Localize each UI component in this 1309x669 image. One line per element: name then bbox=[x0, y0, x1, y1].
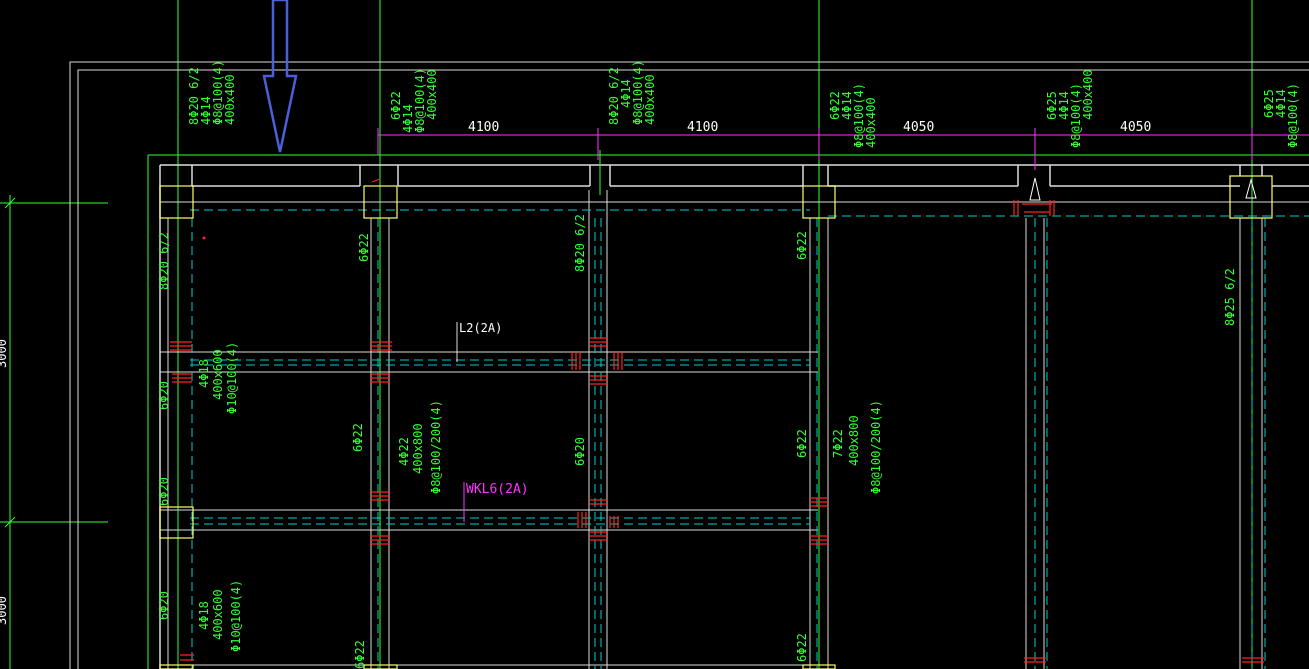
col1-label-line1: 8Φ20 6/2 bbox=[187, 67, 201, 125]
col2-label-line4: 400x400 bbox=[425, 69, 439, 120]
beam-tag-l2[interactable]: L2(2A) bbox=[459, 321, 502, 335]
beam-note-b1-line3: Φ10@100(4) bbox=[225, 342, 239, 414]
column-markers bbox=[1029, 177, 1257, 201]
column-label-group-6: 6Φ25 4Φ14 Φ8@100(4) bbox=[1262, 83, 1300, 148]
beam-note-c1: 6Φ20 bbox=[157, 477, 171, 506]
column-label-group-5: 6Φ25 4Φ14 Φ8@100(4) 400x400 bbox=[1045, 69, 1095, 148]
column-label-group-2: 6Φ22 4Φ14 Φ8@100(4) 400x400 bbox=[389, 68, 439, 133]
beam-note-a4: 6Φ22 bbox=[795, 231, 809, 260]
beam-tag-wkl6[interactable]: WKL6(2A) bbox=[466, 482, 529, 497]
beam-note-a3: 8Φ20 6/2 bbox=[573, 214, 587, 272]
col6-label-line1: 6Φ25 bbox=[1262, 89, 1276, 118]
beam-note-a2: 6Φ22 bbox=[357, 233, 371, 262]
top-dimension-chain bbox=[377, 128, 1309, 170]
col4-label-line4: 400x400 bbox=[864, 97, 878, 148]
column-3[interactable] bbox=[802, 185, 836, 219]
col1-label-line3: Φ8@100(4) bbox=[211, 60, 225, 125]
col5-label-line3: Φ8@100(4) bbox=[1069, 83, 1083, 148]
col5-label-line2: 4Φ14 bbox=[1057, 91, 1071, 120]
beam-note-b6: 6Φ22 bbox=[795, 429, 809, 458]
beam-note-b1-line1: 4Φ18 bbox=[197, 359, 211, 388]
left-dimension-label-1: 3000 bbox=[0, 339, 9, 368]
columns bbox=[159, 175, 1273, 669]
column-1[interactable] bbox=[159, 185, 194, 219]
hidden-lines bbox=[190, 209, 1309, 669]
column-label-group-1: 8Φ20 6/2 4Φ14 Φ8@100(4) 400x400 bbox=[187, 60, 237, 125]
col3-label-line2: 4Φ14 bbox=[619, 79, 633, 108]
beam-note-c3-line1: 4Φ18 bbox=[197, 601, 211, 630]
col3-label-line1: 8Φ20 6/2 bbox=[607, 67, 621, 125]
beam-note-a5: 8Φ25 6/2 bbox=[1223, 268, 1237, 326]
beam-note-b7-line2: 400x800 bbox=[847, 415, 861, 466]
col4-label-line1: 6Φ22 bbox=[828, 91, 842, 120]
col4-label-line3: Φ8@100(4) bbox=[852, 83, 866, 148]
beam-note-c2: 6Φ20 bbox=[157, 591, 171, 620]
col2-label-line1: 6Φ22 bbox=[389, 91, 403, 120]
col6-label-line2: 4Φ14 bbox=[1274, 89, 1288, 118]
col5-label-line1: 6Φ25 bbox=[1045, 91, 1059, 120]
beam-note-a1: 8Φ20 6/2 bbox=[157, 232, 171, 290]
dimension-span-4: 4050 bbox=[1120, 120, 1151, 135]
beam-note-b3: 6Φ22 bbox=[351, 423, 365, 452]
rebar-marks bbox=[170, 178, 1264, 663]
beam-note-b1-line2: 400x600 bbox=[211, 349, 225, 400]
column-2[interactable] bbox=[363, 185, 398, 219]
beam-note-b4-line1: 4Φ22 bbox=[397, 437, 411, 466]
beam-note-c3-line3: Φ10@100(4) bbox=[229, 580, 243, 652]
col3-label-line3: Φ8@100(4) bbox=[631, 60, 645, 125]
red-point bbox=[202, 236, 206, 240]
horizontal-beams bbox=[160, 201, 1309, 666]
column-4[interactable] bbox=[1229, 175, 1273, 219]
col3-label-line4: 400x400 bbox=[643, 74, 657, 125]
column-8[interactable] bbox=[802, 664, 836, 669]
left-dimension-label-2: 3000 bbox=[0, 596, 9, 625]
col2-label-line3: Φ8@100(4) bbox=[413, 68, 427, 133]
beam-note-b4-line2: 400x800 bbox=[411, 423, 425, 474]
column-label-group-3: 8Φ20 6/2 4Φ14 Φ8@100(4) 400x400 bbox=[607, 60, 657, 125]
vertical-beams bbox=[167, 190, 1263, 669]
col1-label-line2: 4Φ14 bbox=[199, 96, 213, 125]
beam-note-b4-line3: Φ8@100/200(4) bbox=[429, 400, 443, 494]
dimension-span-3: 4050 bbox=[903, 120, 934, 135]
col6-label-line3: Φ8@100(4) bbox=[1286, 83, 1300, 148]
col1-label-line4: 400x400 bbox=[223, 74, 237, 125]
beam-note-b7-line1: 7Φ22 bbox=[831, 429, 845, 458]
top-beam-outline bbox=[159, 164, 1309, 669]
beam-note-c3-line2: 400x600 bbox=[211, 589, 225, 640]
beam-note-b7-line3: Φ8@100/200(4) bbox=[869, 400, 883, 494]
outer-frame bbox=[69, 61, 1309, 669]
dimension-span-2: 4100 bbox=[687, 120, 718, 135]
beam-note-b5: 6Φ20 bbox=[573, 437, 587, 466]
dimension-span-1: 4100 bbox=[468, 120, 499, 135]
col2-label-line2: 4Φ14 bbox=[401, 104, 415, 133]
beam-note-b2: 6Φ20 bbox=[157, 381, 171, 410]
beam-note-c4: 6Φ22 bbox=[353, 640, 367, 669]
column-7[interactable] bbox=[363, 664, 398, 669]
beam-note-c5: 6Φ22 bbox=[795, 633, 809, 662]
col5-label-line4: 400x400 bbox=[1081, 69, 1095, 120]
column-5[interactable] bbox=[159, 506, 194, 539]
column-6[interactable] bbox=[159, 664, 194, 669]
down-arrow-marker-icon bbox=[262, 0, 298, 153]
column-label-group-4: 6Φ22 4Φ14 Φ8@100(4) 400x400 bbox=[828, 83, 878, 148]
left-dimension bbox=[4, 195, 16, 669]
col4-label-line2: 4Φ14 bbox=[840, 91, 854, 120]
